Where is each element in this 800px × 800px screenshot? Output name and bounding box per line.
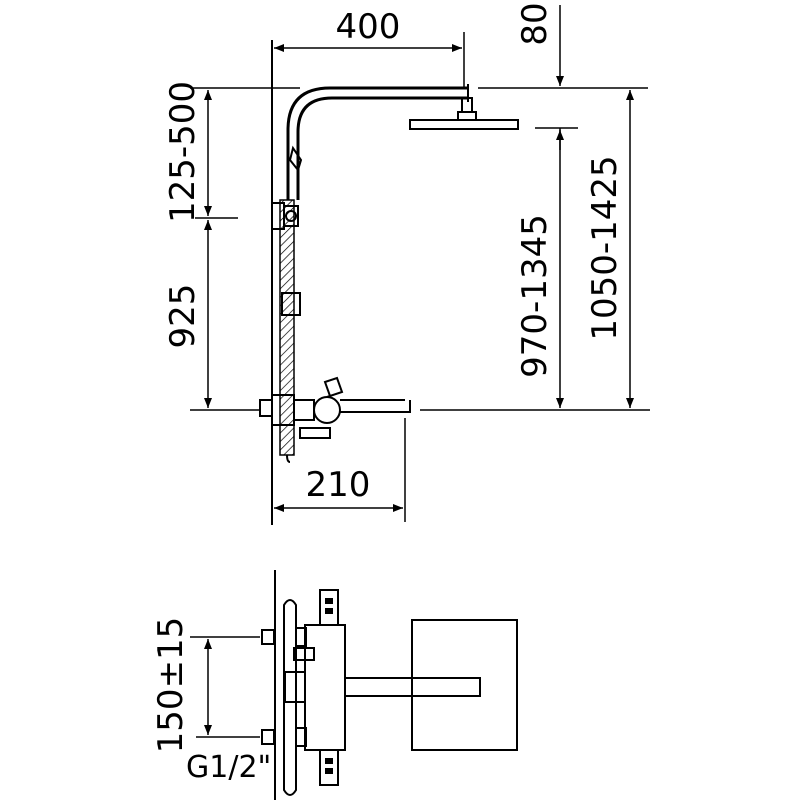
dim-shower-height: 970-1345: [420, 130, 650, 411]
head-offset-label: 80: [515, 2, 555, 45]
inlet-bottom: [261, 729, 275, 745]
mixer-body: [259, 376, 411, 439]
dim-inlet-spacing: 150±15: [151, 617, 260, 754]
shower-height-label: 970-1345: [515, 214, 555, 378]
dim-head-adjust: 125-500: [163, 81, 300, 223]
spout-length-label: 210: [306, 465, 371, 505]
top-view: 150±15 G1/2": [151, 570, 518, 800]
thread-label: G1/2": [186, 750, 271, 785]
outlet-height-label: 925: [163, 284, 203, 349]
slider-bracket: [281, 292, 301, 316]
dim-total-height: 1050-1425: [578, 87, 648, 408]
riser-rail: [279, 199, 295, 463]
shower-arm: [286, 84, 469, 200]
total-height-label: 1050-1425: [585, 155, 625, 340]
thermostat-body: [284, 589, 346, 786]
dim-spout-length: 210: [274, 418, 406, 522]
inlet-top: [261, 629, 275, 645]
hand-shower-holder: [288, 145, 303, 173]
shower-head: [409, 97, 519, 130]
side-view: 400 80 125-500 925 970-1345: [163, 2, 650, 525]
escutcheon-plates: [283, 599, 297, 796]
dim-head-offset: 80: [478, 2, 578, 150]
dim-outlet-height: 925: [163, 220, 260, 411]
inlet-spacing-label: 150±15: [151, 617, 191, 754]
head-adjust-label: 125-500: [163, 81, 203, 223]
upper-bracket: [271, 202, 299, 230]
dim-arm-length: 400: [274, 7, 465, 88]
spout-top-view: [344, 619, 518, 751]
arm-length-label: 400: [336, 7, 401, 47]
